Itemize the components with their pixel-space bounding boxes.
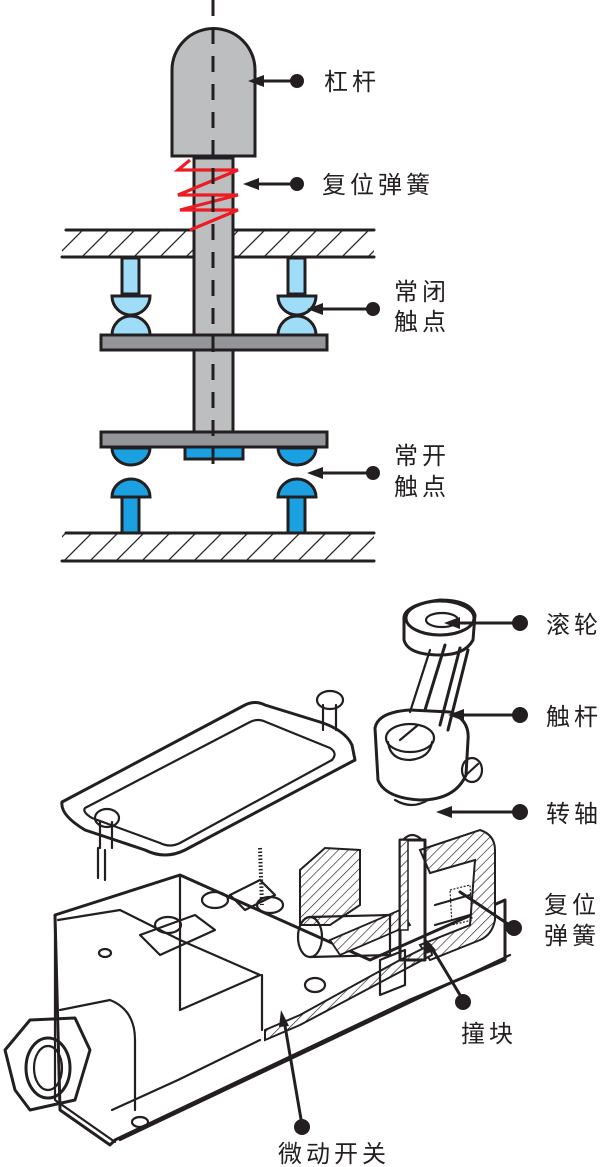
- callout-shaft: 转轴: [436, 800, 600, 828]
- rod-hub: [373, 708, 484, 807]
- callout-nc-contact: 常闭 触点: [307, 278, 450, 336]
- label-micro-switch: 微动开关: [278, 1140, 390, 1167]
- no-contact-right: [276, 446, 318, 535]
- label-lever: 杠杆: [324, 68, 380, 96]
- switch-body: [53, 873, 512, 1147]
- roller: [402, 598, 477, 657]
- internal-spring: [258, 847, 264, 906]
- no-contact-left: [110, 446, 152, 535]
- schematic-diagram: 杠杆 复位弹簧 常闭 触点 常开 触点: [60, 0, 450, 563]
- callout-return-spring-2: 复位 弹簧: [458, 890, 600, 950]
- label-nc-contact-1: 常闭: [394, 278, 450, 306]
- label-contact-rod: 触杆: [546, 703, 600, 731]
- callout-lever: 杠杆: [248, 68, 380, 96]
- callout-no-contact: 常开 触点: [307, 442, 450, 501]
- label-nc-contact-2: 触点: [394, 308, 450, 336]
- plunger: [296, 884, 473, 997]
- label-roller: 滚轮: [546, 611, 600, 639]
- label-striker: 撞块: [461, 1020, 517, 1048]
- callout-return-spring: 复位弹簧: [243, 171, 434, 199]
- label-return-spring-2-2: 弹簧: [544, 922, 600, 950]
- terminal-screws: [138, 878, 327, 994]
- cable-gland: [3, 998, 137, 1112]
- housing-section: [264, 828, 496, 1042]
- label-no-contact-1: 常开: [394, 442, 450, 470]
- lower-fixed-plate: [60, 531, 376, 563]
- rotating-shaft: [398, 833, 427, 962]
- label-no-contact-2: 触点: [394, 473, 450, 501]
- callout-micro-switch: 微动开关: [278, 1010, 390, 1167]
- callout-roller: 滚轮: [444, 611, 600, 639]
- label-return-spring-2-1: 复位: [544, 891, 600, 919]
- callout-contact-rod: 触杆: [448, 703, 600, 731]
- label-shaft: 转轴: [546, 800, 600, 828]
- nc-contact-right: [276, 256, 318, 337]
- callout-striker: 撞块: [425, 938, 517, 1048]
- return-spring: [173, 158, 239, 232]
- nc-contact-left: [110, 256, 152, 337]
- cover-frame: [60, 689, 357, 882]
- label-return-spring: 复位弹簧: [322, 171, 434, 199]
- limit-switch-illustration: 滚轮 触杆 转轴 复位 弹簧 撞块: [3, 598, 600, 1167]
